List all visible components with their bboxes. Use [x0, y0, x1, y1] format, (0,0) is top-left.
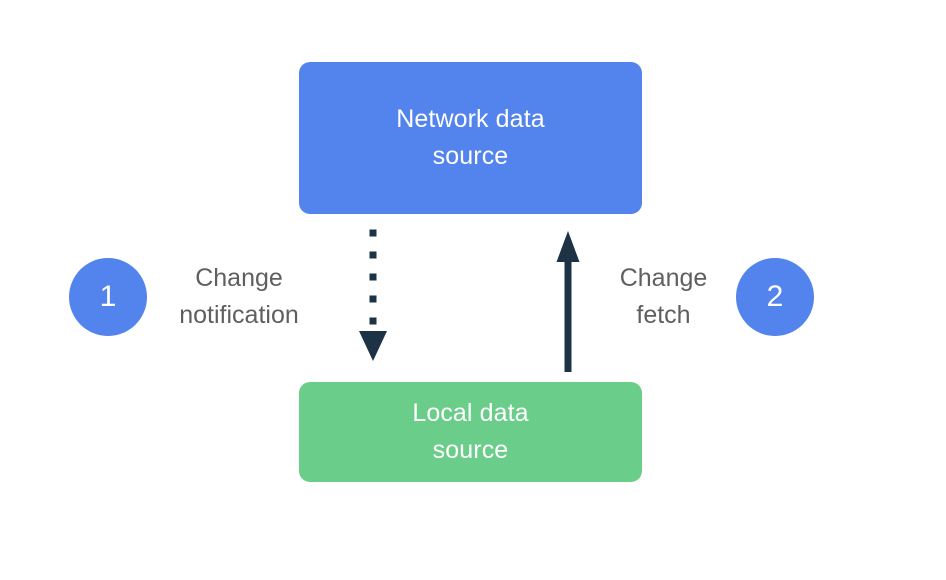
dotted-arrow-dot-2	[369, 251, 377, 259]
dotted-arrow-dot-5	[369, 317, 377, 325]
dotted-arrow-dot-3	[369, 273, 377, 281]
edge-label-change-fetch: Change fetch	[619, 264, 708, 329]
dotted-arrow-head-down	[359, 331, 387, 361]
node-network-data-source-label: Network data source	[396, 105, 545, 170]
solid-arrow-head-up	[556, 231, 580, 262]
edge-change-notification-arrow	[359, 229, 387, 361]
solid-arrow-shaft	[564, 258, 572, 372]
dotted-arrow-dot-4	[369, 295, 377, 303]
node-local-data-source-label: Local data source	[412, 399, 529, 464]
node-network-data-source[interactable]: Network data source	[299, 62, 642, 214]
dotted-arrow-dot-1	[369, 229, 377, 237]
node-local-data-source[interactable]: Local data source	[299, 382, 642, 482]
edge-change-fetch-arrow	[556, 231, 580, 372]
step-badge-1-number: 1	[99, 280, 117, 313]
edge-label-change-notification: Change notification	[179, 264, 299, 329]
step-badge-2: 2	[736, 258, 814, 336]
step-badge-2-number: 2	[766, 280, 784, 313]
step-badge-1: 1	[69, 258, 147, 336]
